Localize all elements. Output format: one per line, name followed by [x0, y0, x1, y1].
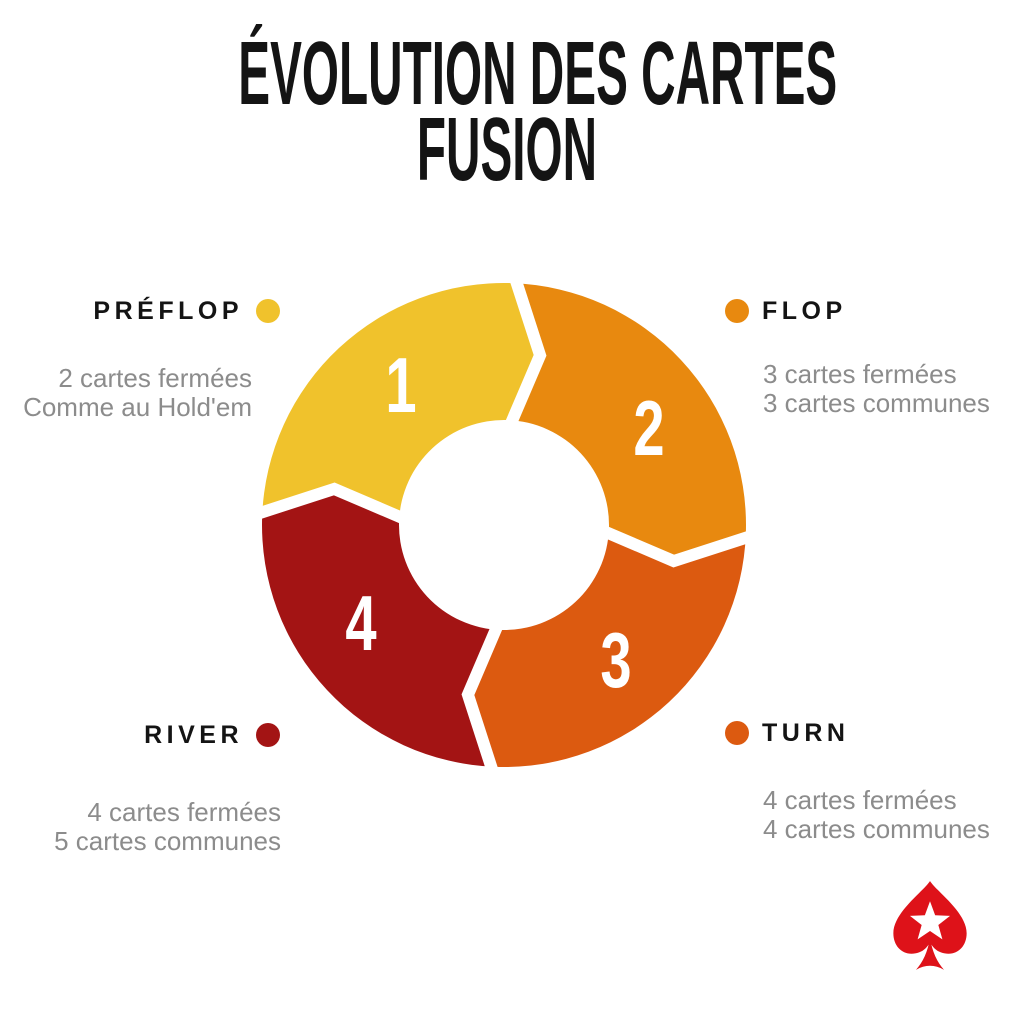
turn-dot-icon [725, 721, 749, 745]
segment-separator-left [248, 482, 414, 528]
description-line: 4 cartes fermées [763, 785, 957, 815]
description-line: 4 cartes communes [763, 814, 990, 844]
stage-description-river: 4 cartes fermées 5 cartes communes [0, 798, 281, 856]
stage-label-preflop: PRÉFLOP [0, 295, 280, 327]
segment-separator-bottom [461, 615, 507, 781]
cycle-segment-preflop [262, 283, 541, 522]
stage-name-river: RIVER [144, 720, 243, 749]
segment-number-2: 2 [633, 385, 664, 472]
segment-number-3: 3 [600, 617, 631, 704]
stage-description-preflop: 2 cartes fermées Comme au Hold'em [0, 364, 252, 422]
star-icon [909, 901, 951, 940]
stage-name-turn: TURN [762, 718, 850, 747]
stage-description-turn: 4 cartes fermées 4 cartes communes [763, 786, 990, 844]
description-line: 3 cartes fermées [763, 359, 957, 389]
stage-name-preflop: PRÉFLOP [93, 296, 243, 325]
stage-label-flop: FLOP [725, 295, 847, 327]
title-line-2: FUSION [416, 100, 598, 200]
description-line: Comme au Hold'em [23, 392, 252, 422]
description-line: 2 cartes fermées [58, 363, 252, 393]
description-line: 3 cartes communes [763, 388, 990, 418]
stage-name-flop: FLOP [762, 296, 847, 325]
title-line-1: ÉVOLUTION DES CARTES [238, 24, 838, 124]
preflop-dot-icon [256, 299, 280, 323]
cycle-segment-river [262, 488, 501, 767]
pokerstars-spade-icon [893, 881, 967, 970]
flop-dot-icon [725, 299, 749, 323]
description-line: 4 cartes fermées [87, 797, 281, 827]
cycle-segment-flop [507, 283, 746, 562]
segment-separator-right [594, 522, 760, 568]
river-dot-icon [256, 723, 280, 747]
stage-description-flop: 3 cartes fermées 3 cartes communes [763, 360, 990, 418]
cycle-segment-turn [467, 528, 746, 767]
segment-separator-top [501, 269, 547, 435]
stage-label-turn: TURN [725, 717, 849, 749]
segment-number-1: 1 [385, 342, 416, 429]
segment-number-4: 4 [345, 580, 376, 667]
stage-label-river: RIVER [0, 719, 280, 751]
description-line: 5 cartes communes [54, 826, 281, 856]
